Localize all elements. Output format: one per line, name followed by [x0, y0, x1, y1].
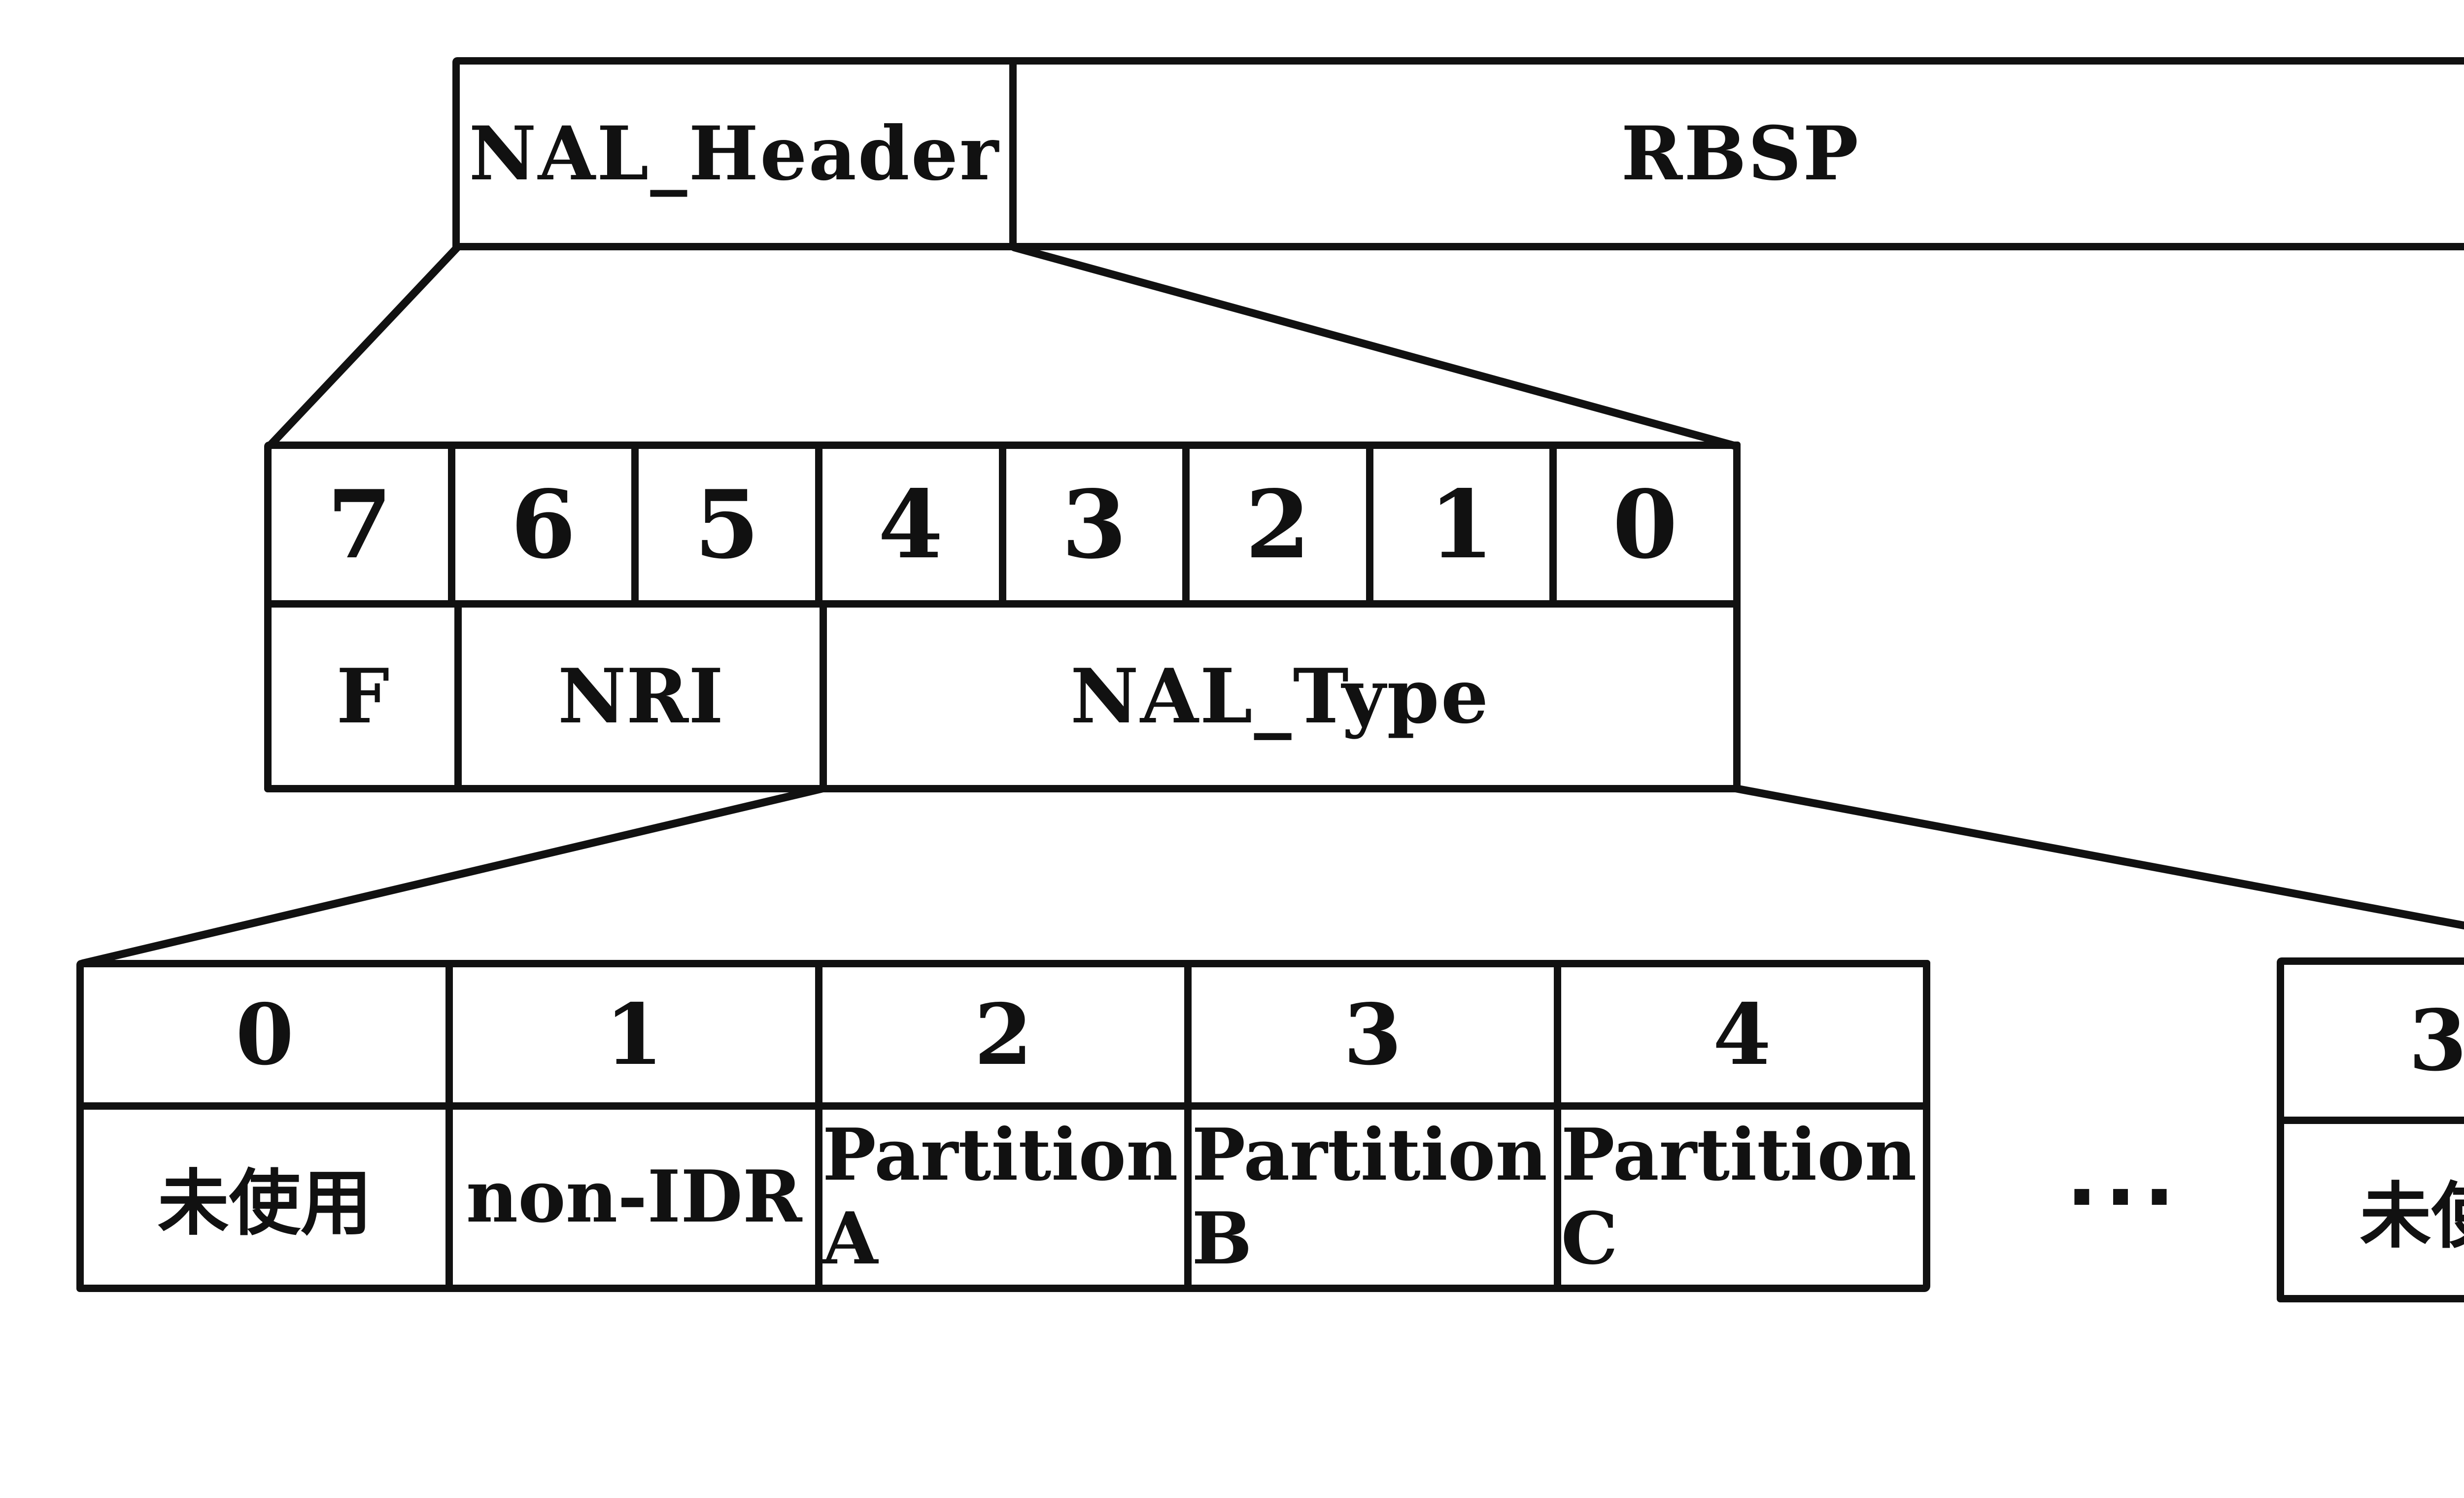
nal-type-label: Partition A [822, 1102, 1185, 1285]
nal-type-column-3: 3 Partition B [1184, 967, 1554, 1285]
rbsp-box: RBSP [1009, 65, 2464, 243]
nal-type-value: 31 [2408, 991, 2464, 1090]
bit-6-cell: 6 [447, 449, 632, 600]
bit-4-cell: 4 [815, 449, 999, 600]
bit-3-cell: 3 [998, 449, 1183, 600]
bit-1-cell: 1 [1366, 449, 1550, 600]
nal-type-column-2: 2 Partition A [815, 967, 1185, 1285]
nal-type-column-31: 31 未使用 [2277, 957, 2464, 1302]
field-naltype-cell: NAL_Type [820, 607, 1733, 785]
nal-packet-row: NAL_Header RBSP [452, 57, 2464, 250]
nal-header-box: NAL_Header [460, 65, 1009, 243]
nal-type-label: Partition C [1561, 1102, 1923, 1285]
nal-type-column-0: 0 未使用 [84, 967, 446, 1285]
connector-naltype-to-table-left [79, 784, 827, 967]
field-nri-cell: NRI [454, 607, 820, 785]
nal-type-value-table: 0 未使用 1 non-IDR 2 Partition A 3 Partitio… [76, 960, 1930, 1292]
ellipsis-dots: ··· [2066, 1149, 2182, 1246]
nal-type-value: 0 [236, 985, 294, 1084]
nal-type-label: 未使用 [2284, 1117, 2464, 1295]
nal-type-label: 未使用 [84, 1102, 446, 1285]
bit-0-cell: 0 [1549, 449, 1733, 600]
nal-type-label: non-IDR [453, 1102, 815, 1285]
bit-7-cell: 7 [327, 469, 392, 579]
nal-header-label: NAL_Header [469, 110, 1000, 197]
nal-type-value: 3 [1343, 985, 1402, 1084]
nal-type-value: 1 [605, 985, 663, 1084]
bit-index-row: 7 6 5 4 3 2 1 0 [272, 449, 1733, 600]
nal-type-value: 4 [1712, 985, 1771, 1084]
rbsp-label: RBSP [1621, 110, 1860, 197]
field-f-cell: F [336, 652, 390, 741]
nal-type-column-4: 4 Partition C [1553, 967, 1923, 1285]
nal-type-column-1: 1 non-IDR [445, 967, 815, 1285]
connector-naltype-to-table-right [1732, 784, 2464, 930]
connector-header-to-bits-left [266, 243, 461, 449]
nal-header-bit-table: 7 6 5 4 3 2 1 0 F NRI NAL_Type [264, 442, 1741, 792]
field-row: F NRI NAL_Type [272, 600, 1733, 785]
bit-2-cell: 2 [1182, 449, 1366, 600]
nal-type-value: 2 [974, 985, 1033, 1084]
nal-type-label: Partition B [1192, 1102, 1554, 1285]
connector-header-to-bits-right [1010, 243, 1738, 449]
bit-5-cell: 5 [631, 449, 815, 600]
